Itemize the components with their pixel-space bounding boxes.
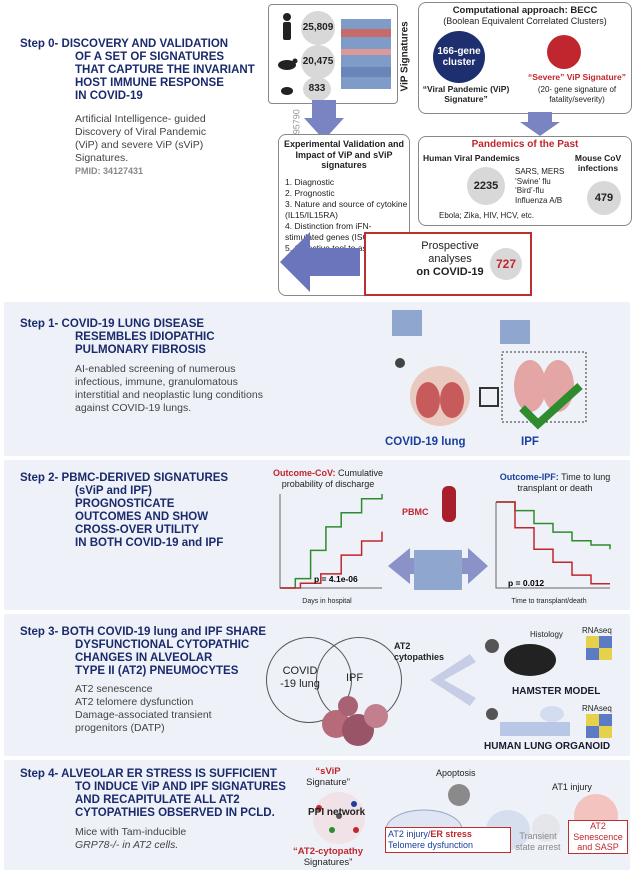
species-icons	[278, 13, 298, 95]
step1-desc: AI-enabled screening of numerous infecti…	[75, 363, 263, 414]
mouse-cov-count: 479	[587, 181, 621, 215]
becc-box: Computational approach: BECC (Boolean Eq…	[418, 2, 632, 114]
down-arrow-icon	[520, 112, 560, 136]
p-value-label: p = 4.1e-06	[314, 574, 358, 584]
apoptosis-label: Apoptosis	[436, 768, 476, 778]
step2-title: Step 2- PBMC-DERIVED SIGNATURES (sViP an…	[20, 472, 229, 549]
human-count-circle: 25,809	[301, 11, 335, 45]
rnaseq-label-1: RNAseq	[582, 626, 612, 635]
left-arrow-icon	[280, 232, 360, 292]
histology-label: Histology	[530, 630, 563, 639]
heatmap-icon	[586, 636, 612, 660]
cov-chart-title: Outcome-CoV: Cumulative probability of d…	[272, 468, 384, 489]
pbmc-tube-icon	[388, 486, 488, 590]
p-value-label: p = 0.012	[508, 578, 544, 588]
human-pandemic-count: 2235	[467, 167, 505, 205]
step3-desc: AT2 senescence AT2 telomere dysfunction …	[75, 683, 212, 734]
ipf-lung-illustration	[500, 320, 587, 430]
series-line-0	[280, 494, 383, 589]
rnaseq-label-2: RNAseq	[582, 704, 612, 713]
mouse-count-circle: 20,475	[301, 45, 335, 79]
down-arrow-icon	[304, 100, 344, 140]
organoid-label: HUMAN LUNG ORGANOID	[484, 741, 611, 752]
step4-title: Step 4- ALVEOLAR ER STRESS IS SUFFICIENT…	[20, 768, 286, 819]
cov-chart: p = 4.1e-06	[279, 494, 383, 589]
step3-title: Step 3- BOTH COVID-19 lung and IPF SHARE…	[20, 626, 266, 677]
rat-count-circle: 833	[303, 77, 331, 101]
step1-title: Step 1- COVID-19 LUNG DISEASE RESEMBLES …	[20, 318, 215, 356]
at1-injury-label: AT1 injury	[552, 782, 592, 792]
severe-signature-label: “Severe” ViP Signature”	[528, 72, 626, 82]
covid-lung-label: COVID-19 lung	[385, 436, 466, 448]
ipf-chart-title: Outcome-IPF: Time to lung transplant or …	[499, 472, 611, 493]
alveoli-icon	[322, 696, 388, 746]
hamster-model-label: HAMSTER MODEL	[512, 686, 601, 697]
ppi-network-icon	[313, 792, 365, 844]
series-line-1	[280, 531, 383, 589]
severe-signature-sub: (20- gene signature of fatality/severity…	[537, 85, 617, 104]
pandemics-box: Pandemics of the Past Human Viral Pandem…	[418, 136, 632, 226]
heatmap-icon	[586, 714, 612, 738]
hamster-icon	[485, 639, 556, 676]
dataset-counts-box: 25,809 20,475 833	[268, 4, 398, 104]
at2-injury-box: AT2 injury/ER stress Telomere dysfunctio…	[385, 827, 511, 853]
prospective-box: Prospective analyses on COVID-19 727	[364, 232, 532, 296]
viral-signature-label: “Viral Pandemic (ViP) Signature”	[422, 84, 510, 104]
cluster-circle: 166-gene cluster	[433, 31, 485, 83]
series-line-1	[496, 501, 610, 585]
cov-xlabel: Days in hospital	[302, 598, 352, 605]
ppi-label: PPI network	[308, 807, 366, 818]
step0-title: Step 0- DISCOVERY AND VALIDATION OF A SE…	[20, 38, 255, 102]
ipf-xlabel: Time to transplant/death	[511, 598, 587, 605]
step2-panel	[4, 460, 630, 610]
venn-right-label: IPF	[346, 672, 364, 684]
prospective-count: 727	[490, 248, 522, 280]
ipf-chart: p = 0.012	[495, 501, 611, 589]
venn-left-label: COVID-19 lung	[280, 665, 320, 690]
step0-desc: Artificial Intelligence- guided Discover…	[75, 113, 207, 176]
vip-signatures-label: ViP Signatures	[399, 21, 411, 92]
ipf-label: IPF	[521, 436, 539, 448]
organoid-icon	[486, 706, 570, 736]
chart-axis	[495, 502, 610, 589]
heatmap-icon	[341, 19, 391, 89]
series-line-0	[496, 501, 611, 550]
pbmc-label: PBMC	[402, 507, 429, 517]
step4-desc: Mice with Tam-inducible GRP78-/- in AT2 …	[75, 826, 187, 851]
covid-lung-illustration	[392, 310, 499, 426]
apoptosis-cell-icon	[448, 784, 470, 806]
severe-virus-icon	[547, 35, 581, 69]
split-arrow-icon	[430, 654, 476, 706]
